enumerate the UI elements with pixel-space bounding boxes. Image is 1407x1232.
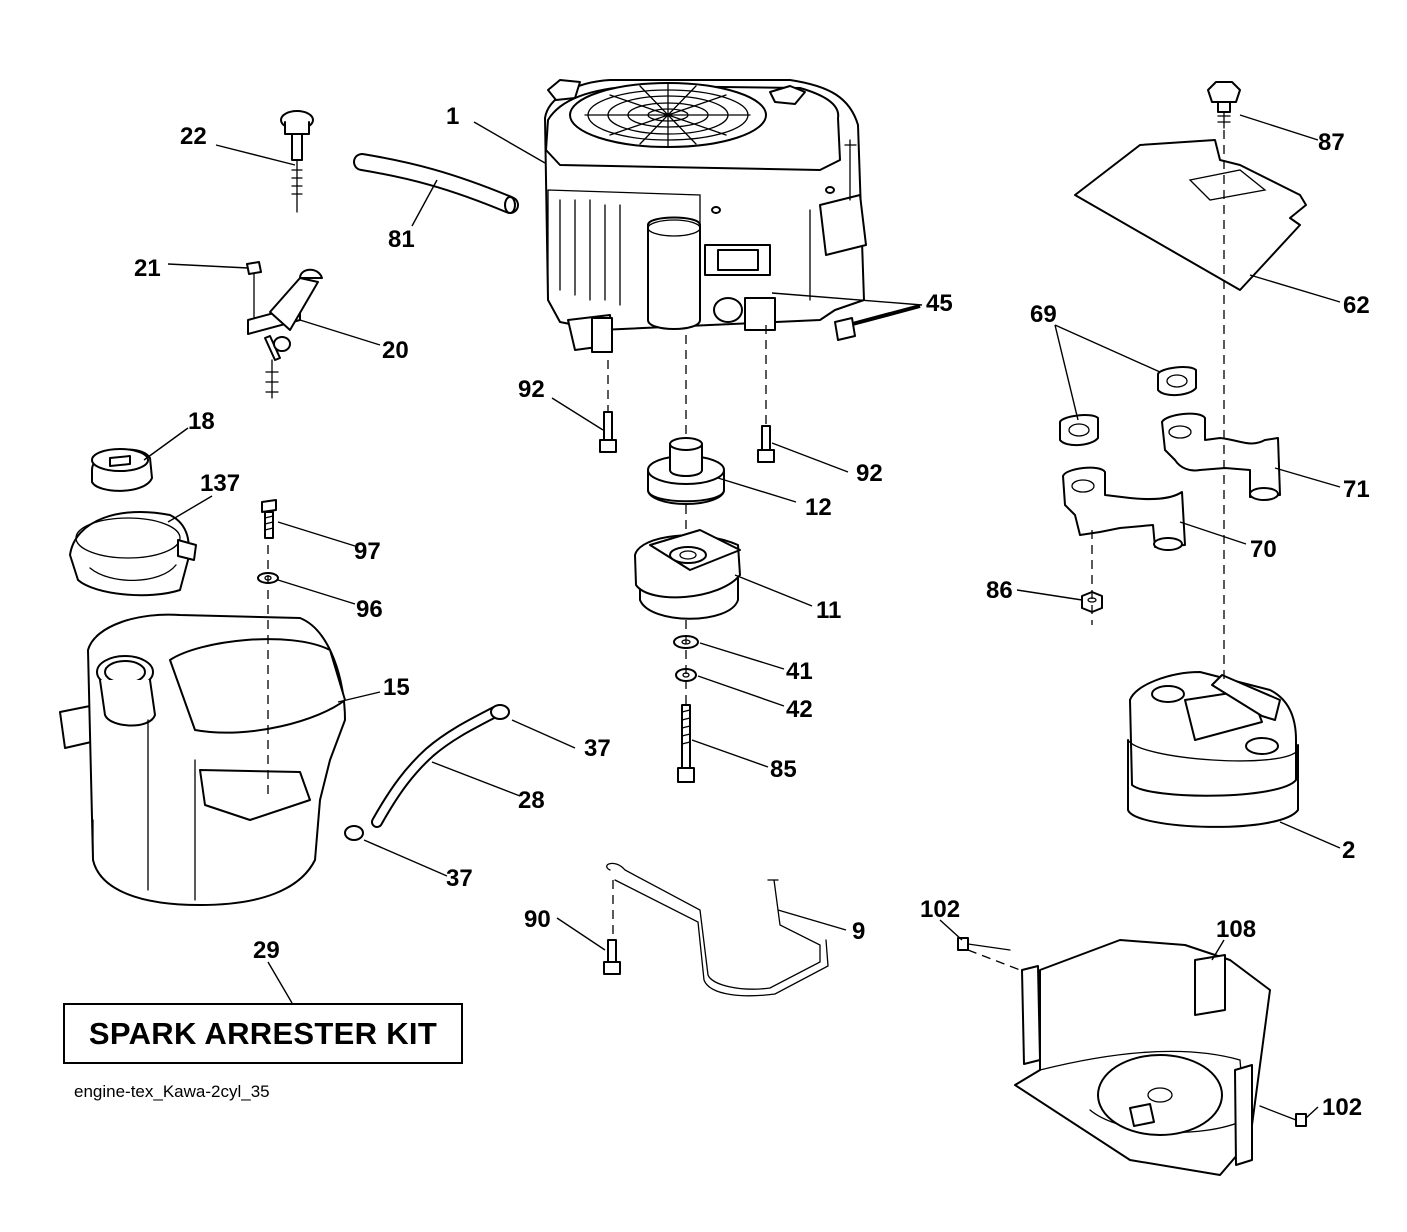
muffler-drawing <box>1127 671 1299 828</box>
callout-41: 41 <box>786 658 813 685</box>
callout-37-bottom: 37 <box>446 865 473 892</box>
breather-tube-drawing <box>353 153 519 214</box>
leader-lines <box>143 114 1341 1119</box>
callout-1: 1 <box>446 103 459 130</box>
engine-drawing <box>544 79 867 353</box>
callout-81: 81 <box>388 226 415 253</box>
callout-2: 2 <box>1342 837 1355 864</box>
fuel-line-drawing <box>344 704 510 841</box>
alignment-lines <box>267 130 1225 971</box>
callout-22: 22 <box>180 123 207 150</box>
gaskets-drawing <box>1059 366 1197 446</box>
tank-screw-drawing <box>257 499 279 584</box>
callout-21: 21 <box>134 255 161 282</box>
callout-71: 71 <box>1343 476 1370 503</box>
diagram-file-name: engine-tex_Kawa-2cyl_35 <box>74 1082 270 1101</box>
exhaust-pipes-drawing <box>1062 412 1281 551</box>
callout-90: 90 <box>524 906 551 933</box>
tank-cover-drawing <box>69 511 197 597</box>
engine-bolts-drawing <box>599 411 775 463</box>
callout-37-top: 37 <box>584 735 611 762</box>
pulley-drawing <box>647 437 725 505</box>
callout-85: 85 <box>770 756 797 783</box>
callout-87: 87 <box>1318 129 1345 156</box>
callout-69: 69 <box>1030 301 1057 328</box>
callout-70: 70 <box>1250 536 1277 563</box>
callout-18: 18 <box>188 408 215 435</box>
spark-plug-drawing <box>834 304 921 341</box>
callout-86: 86 <box>986 577 1013 604</box>
engine-guard-drawing <box>957 937 1307 1176</box>
callout-12: 12 <box>805 494 832 521</box>
callout-62: 62 <box>1343 292 1370 319</box>
fuel-tank-drawing <box>59 613 346 906</box>
callout-20: 20 <box>382 337 409 364</box>
callout-28: 28 <box>518 787 545 814</box>
throttle-bracket-drawing <box>246 261 323 399</box>
callouts: 1 22 81 21 20 18 137 97 96 15 37 28 37 2… <box>134 103 1370 1121</box>
callout-15: 15 <box>383 674 410 701</box>
choke-knob-drawing <box>280 110 314 213</box>
callout-97: 97 <box>354 538 381 565</box>
spark-arrester-kit-label: SPARK ARRESTER KIT <box>63 1003 463 1064</box>
callout-11: 11 <box>816 597 841 624</box>
callout-92-left: 92 <box>518 376 545 403</box>
callout-45: 45 <box>926 290 953 317</box>
callout-9: 9 <box>852 918 865 945</box>
callout-92-right: 92 <box>856 460 883 487</box>
callout-96: 96 <box>356 596 383 623</box>
hose-bracket-drawing <box>603 862 829 997</box>
callout-29: 29 <box>253 937 280 964</box>
callout-102-top: 102 <box>920 896 960 923</box>
callout-102-bottom: 102 <box>1322 1094 1362 1121</box>
heat-shield-drawing <box>1074 81 1307 291</box>
clutch-drawing <box>634 529 741 620</box>
callout-137: 137 <box>200 470 240 497</box>
callout-108: 108 <box>1216 916 1256 943</box>
callout-42: 42 <box>786 696 813 723</box>
fuel-cap-drawing <box>91 448 153 492</box>
